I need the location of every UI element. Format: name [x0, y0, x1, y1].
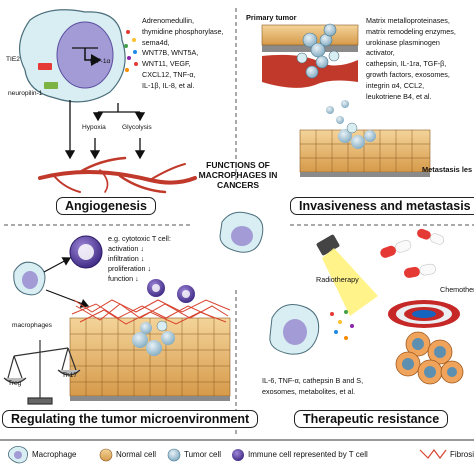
resistance-factor-list: IL-6, TNF-α, cathepsin B and S, exosomes… [262, 376, 363, 398]
tcell-effect: activation ↓ [108, 244, 144, 254]
center-functions-label: FUNCTIONS OF MACROPHAGES IN CANCERS [198, 160, 278, 191]
res-factor: exosomes, metabolites, et al. [262, 386, 356, 396]
tcell-effect: function ↓ [108, 274, 139, 284]
tcell-effects-list: e.g. cytotoxic T cell: activation ↓ infi… [108, 234, 171, 284]
inv-factor: Matrix metalloproteinases, [366, 16, 450, 25]
legend-macrophage: Macrophage [32, 450, 77, 459]
treg-th17-scale [3, 340, 81, 405]
angio-factor: thymidine phosphorylase, [142, 26, 224, 36]
legend-normal-cell: Normal cell [116, 450, 157, 459]
angiogenesis-title: Angiogenesis [56, 197, 156, 215]
primary-tumor-label: Primary tumor [246, 13, 297, 22]
inv-factor: activator, [366, 48, 395, 58]
treg-label: Treg [8, 380, 22, 387]
inv-factor: matrix remodeling enzymes, [366, 26, 456, 36]
center-macrophage [219, 211, 264, 253]
quadrant-dividers [4, 8, 474, 435]
angio-factor: Adrenomedullin, [142, 16, 194, 25]
macrophages-label: macrophages [12, 322, 52, 329]
neuropilin-label: neuropilin-1 [8, 90, 43, 97]
angio-factor: CXCL12, TNF-α, [142, 69, 196, 79]
migrating-tumor-cells [326, 100, 349, 124]
radiotherapy-label: Radiotherapy [316, 275, 359, 284]
resistance-shield [388, 300, 460, 328]
invasiveness-factor-list: Matrix metalloproteinases, matrix remode… [366, 16, 456, 102]
inv-factor: leukotriene B4, et al. [366, 91, 432, 101]
invasiveness-title: Invasiveness and metastasis [290, 197, 474, 215]
th17-label: Th17 [62, 372, 78, 379]
resistance-factor-dots [330, 310, 354, 340]
resistant-tumor-cluster [395, 331, 464, 385]
inv-factor: cathepsin, IL-1ra, TGF-β, [366, 59, 447, 69]
angiogenesis-macrophage [19, 9, 126, 103]
resistance-title: Therapeutic resistance [294, 410, 449, 428]
microenv-tissue [69, 317, 231, 401]
legend-swatches [0, 439, 474, 464]
tcell-effect: infiltration ↓ [108, 254, 145, 264]
primary-tumor-cluster [261, 23, 359, 88]
angiogenesis-arrows [64, 100, 146, 160]
hif-label: HIF-1α [90, 58, 111, 65]
microenv-fibrosis [71, 299, 231, 325]
metastasis-label: Metastasis les [422, 165, 473, 174]
chemotherapy-label: Chemother [440, 285, 474, 294]
microenv-floating-cells [147, 279, 195, 303]
microenv-arrows [43, 257, 90, 308]
radiotherapy-beam [316, 234, 378, 316]
res-factor: IL-6, TNF-α, cathepsin B and S, [262, 376, 364, 385]
legend-fibrosis: Fibrosis [450, 450, 474, 459]
resistance-macrophage [269, 304, 320, 355]
chemotherapy-pills [380, 228, 445, 278]
angiogenesis-factor-dots [124, 30, 138, 72]
metastasis-tissue [299, 122, 431, 177]
angiogenesis-factor-list: Adrenomedullin, thymidine phosphorylase,… [142, 16, 224, 92]
glycolysis-label: Glycolysis [122, 124, 152, 131]
angiogenesis-vessels [38, 156, 197, 194]
angio-factor: sema4d, [142, 37, 170, 47]
inv-factor: urokinase plasminogen [366, 37, 440, 47]
tcell-effect: proliferation ↓ [108, 264, 152, 274]
angio-factor: WNT11, VEGF, [142, 59, 191, 69]
legend-immune-cell: Immune cell represented by T cell [248, 450, 368, 459]
angio-factor: IL-1β, IL-8, et al. [142, 80, 195, 90]
legend-tumor-cell: Tumor cell [184, 450, 222, 459]
hypoxia-label: Hypoxia [82, 124, 106, 131]
angio-factor: WNT7B, WNT5A, [142, 48, 199, 58]
immune-cell-large [69, 235, 103, 269]
tcell-effect: e.g. cytotoxic T cell: [108, 234, 171, 243]
microenvironment-title: Regulating the tumor microenvironment [2, 410, 259, 428]
inv-factor: integrin α4, CCL2, [366, 80, 425, 90]
tie2-label: TIE2 [6, 56, 20, 63]
microenv-macrophage [13, 261, 46, 296]
inv-factor: growth factors, exosomes, [366, 69, 450, 79]
